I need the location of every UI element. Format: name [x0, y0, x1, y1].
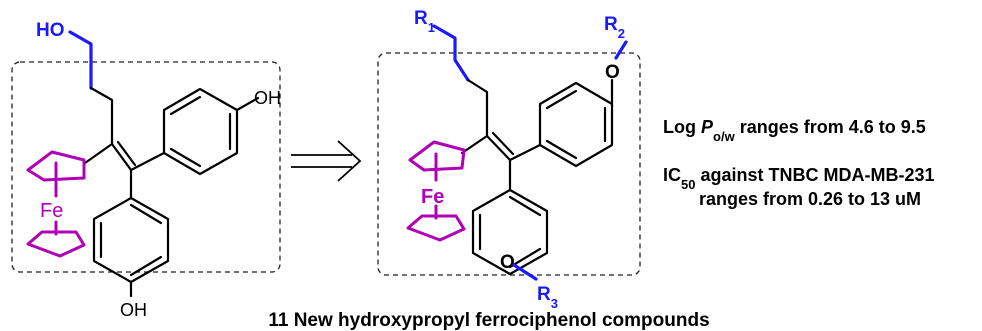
reactant-lower-phenyl [92, 196, 170, 284]
product-iron-label: Fe [421, 186, 444, 208]
product-upper-phenyl [538, 81, 614, 168]
reactant-ferrocene [26, 150, 86, 258]
reactant-ethyl-bond [89, 86, 114, 146]
ic50-range-text-line2: ranges from 0.26 to 13 uM [699, 189, 921, 209]
reactant-iron-label: Fe [40, 200, 63, 222]
scheme-caption: 11 New hydroxypropyl ferrociphenol compo… [268, 310, 709, 331]
product-structure: R1 O R2 O R3 [377, 8, 641, 311]
product-lower-phenyl [471, 188, 549, 276]
transformation-arrow [291, 140, 362, 182]
product-bottom-oxygen: O [500, 252, 515, 273]
reactant-upper-phenyl [162, 87, 239, 176]
product-alkene-bond [485, 134, 512, 162]
reactant-alkene-bond [110, 142, 133, 172]
reactant-structure: OH OH Fe HO [11, 20, 281, 320]
product-r2-label: R2 [604, 14, 625, 41]
product-ferrocene [406, 140, 466, 242]
product-dashed-box [377, 52, 641, 276]
ic50-range-text: IC50 against TNBC MDA-MB-231 [663, 165, 935, 192]
reactant-bottom-hydroxyl: OH [120, 300, 147, 320]
reactant-top-hydroxyl: HO [36, 20, 65, 41]
reactant-right-hydroxyl: OH [254, 88, 281, 108]
product-r3-label: R3 [537, 284, 558, 311]
reactant-hydroxypropyl-chain [68, 30, 93, 90]
product-r1-label: R1 [414, 8, 435, 35]
logp-range-text: Log Po/w ranges from 4.6 to 9.5 [663, 117, 926, 144]
reactant-dashed-box [11, 61, 281, 273]
property-notes: Log Po/w ranges from 4.6 to 9.5 IC50 aga… [663, 117, 935, 209]
product-propyl-chain [432, 24, 470, 82]
product-top-oxygen: O [605, 62, 620, 83]
